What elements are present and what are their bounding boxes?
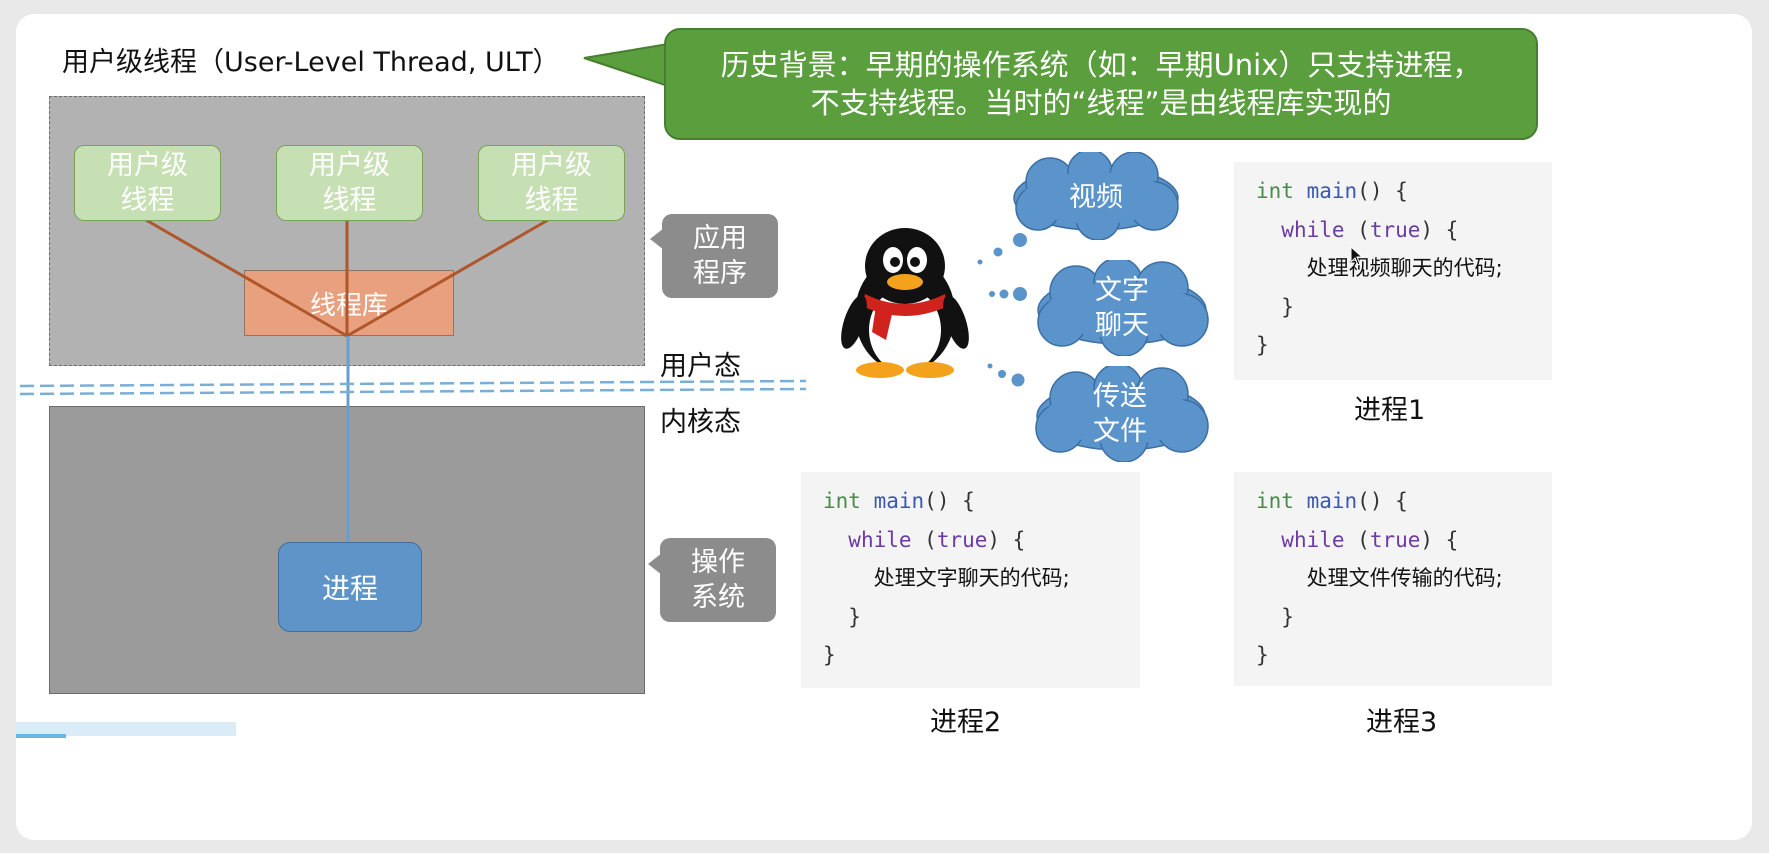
code-close-inner: }	[1281, 604, 1294, 629]
thread-label-line1: 用户级	[107, 150, 188, 181]
keyword-int: int	[1256, 489, 1294, 513]
kernel-mode-label: 内核态	[660, 407, 741, 438]
code-cond-close: ) {	[1420, 217, 1459, 242]
code-body-text: 处理视频聊天的代码;	[1306, 256, 1503, 280]
user-mode-label: 用户态	[660, 351, 741, 382]
thought-cloud-icon	[1035, 366, 1209, 462]
keyword-int: int	[1256, 179, 1294, 203]
process-box: 进程	[278, 542, 422, 632]
keyword-while: while	[848, 527, 912, 552]
code-block-process-1: int main() { while (true) { 处理视频聊天的代码; }…	[1234, 162, 1552, 380]
bottom-progress-fill	[16, 734, 66, 738]
keyword-true: true	[936, 527, 988, 552]
code-block-process-3: int main() { while (true) { 处理文件传输的代码; }…	[1234, 472, 1552, 686]
mode-divider-bottom	[19, 387, 807, 396]
keyword-main: main	[873, 489, 925, 513]
code-line-signature: int main() {	[1256, 172, 1552, 211]
bottom-progress-track	[16, 722, 236, 736]
code-body-text: 处理文字聊天的代码;	[873, 566, 1070, 590]
code-close-inner: }	[1281, 294, 1294, 319]
code-cond-open: (	[1344, 527, 1370, 552]
cloud-label-line1: 文字	[1095, 275, 1149, 306]
user-level-thread-1: 用户级 线程	[74, 145, 221, 221]
os-label-line2: 系统	[691, 582, 745, 613]
thread-label-line1: 用户级	[309, 150, 390, 181]
history-callout: 历史背景：早期的操作系统（如：早期Unix）只支持进程， 不支持线程。当时的“线…	[664, 28, 1538, 140]
code-line-while: while (true) {	[1256, 211, 1552, 250]
code-line-close-inner: }	[1256, 598, 1552, 637]
thread-library: 线程库	[244, 270, 454, 336]
callout-line-1: 历史背景：早期的操作系统（如：早期Unix）只支持进程，	[720, 48, 1482, 82]
app-label-line2: 程序	[693, 258, 747, 289]
process-3-label: 进程3	[1366, 707, 1438, 738]
process-2-label: 进程2	[930, 707, 1002, 738]
cloud-label-line2: 聊天	[1095, 310, 1149, 341]
thread-label-line1: 用户级	[511, 150, 592, 181]
code-block-process-2: int main() { while (true) { 处理文字聊天的代码; }…	[801, 472, 1140, 688]
keyword-int: int	[823, 489, 861, 513]
thread-label-line2: 线程	[322, 185, 377, 216]
code-close-outer: }	[1256, 643, 1269, 667]
code-close-outer: }	[823, 643, 836, 667]
code-cond-open: (	[911, 527, 937, 552]
thought-dots	[977, 233, 1027, 387]
keyword-main: main	[1306, 179, 1358, 203]
page-title: 用户级线程（User-Level Thread, ULT）	[62, 47, 560, 78]
thought-cloud-icon	[1013, 152, 1179, 240]
cloud-label-line2: 文件	[1093, 416, 1147, 447]
keyword-while: while	[1281, 527, 1345, 552]
code-cond-close: ) {	[987, 527, 1026, 552]
code-line-body: 处理视频聊天的代码;	[1256, 249, 1552, 288]
cloud-label-line1: 传送	[1093, 381, 1147, 412]
code-cond-close: ) {	[1420, 527, 1459, 552]
code-line-close-inner: }	[823, 598, 1140, 637]
application-label: 应用 程序	[662, 214, 778, 298]
code-close-inner: }	[848, 604, 861, 629]
cloud-video: 视频	[1034, 172, 1158, 222]
code-line-while: while (true) {	[1256, 521, 1552, 560]
code-line-signature: int main() {	[1256, 482, 1552, 521]
thread-label-line2: 线程	[120, 185, 175, 216]
cloud-file-transfer: 传送 文件	[1060, 376, 1180, 452]
os-label-line1: 操作	[691, 547, 745, 578]
slide: 用户级线程（User-Level Thread, ULT） 历史背景：早期的操作…	[16, 14, 1752, 840]
code-line-while: while (true) {	[823, 521, 1140, 560]
code-open: () {	[924, 489, 975, 513]
keyword-while: while	[1281, 217, 1345, 242]
cloud-text-chat: 文字 聊天	[1062, 270, 1182, 346]
code-line-close-outer: }	[1256, 636, 1552, 675]
code-open: () {	[1357, 489, 1408, 513]
user-level-thread-3: 用户级 线程	[478, 145, 625, 221]
code-line-close-outer: }	[1256, 326, 1552, 365]
cloud-label-line1: 视频	[1069, 181, 1123, 213]
code-close-outer: }	[1256, 333, 1269, 357]
code-line-body: 处理文件传输的代码;	[1256, 559, 1552, 598]
code-open: () {	[1357, 179, 1408, 203]
code-cond-open: (	[1344, 217, 1370, 242]
penguin-mascot-icon	[841, 228, 969, 378]
app-label-pointer	[650, 228, 664, 250]
code-line-signature: int main() {	[823, 482, 1140, 521]
user-level-thread-2: 用户级 线程	[276, 145, 423, 221]
keyword-main: main	[1306, 489, 1358, 513]
thought-cloud-icon	[1037, 260, 1209, 356]
code-body-text: 处理文件传输的代码;	[1306, 566, 1503, 590]
callout-line-2: 不支持线程。当时的“线程”是由线程库实现的	[810, 86, 1392, 120]
code-line-close-inner: }	[1256, 288, 1552, 327]
os-label: 操作 系统	[660, 538, 776, 622]
code-line-body: 处理文字聊天的代码;	[823, 559, 1140, 598]
code-line-close-outer: }	[823, 636, 1140, 675]
app-label-line1: 应用	[693, 223, 747, 254]
keyword-true: true	[1369, 217, 1421, 242]
mouse-cursor-icon	[1350, 246, 1364, 266]
os-label-pointer	[648, 553, 662, 575]
process-1-label: 进程1	[1354, 395, 1426, 426]
thread-label-line2: 线程	[524, 185, 579, 216]
keyword-true: true	[1369, 527, 1421, 552]
